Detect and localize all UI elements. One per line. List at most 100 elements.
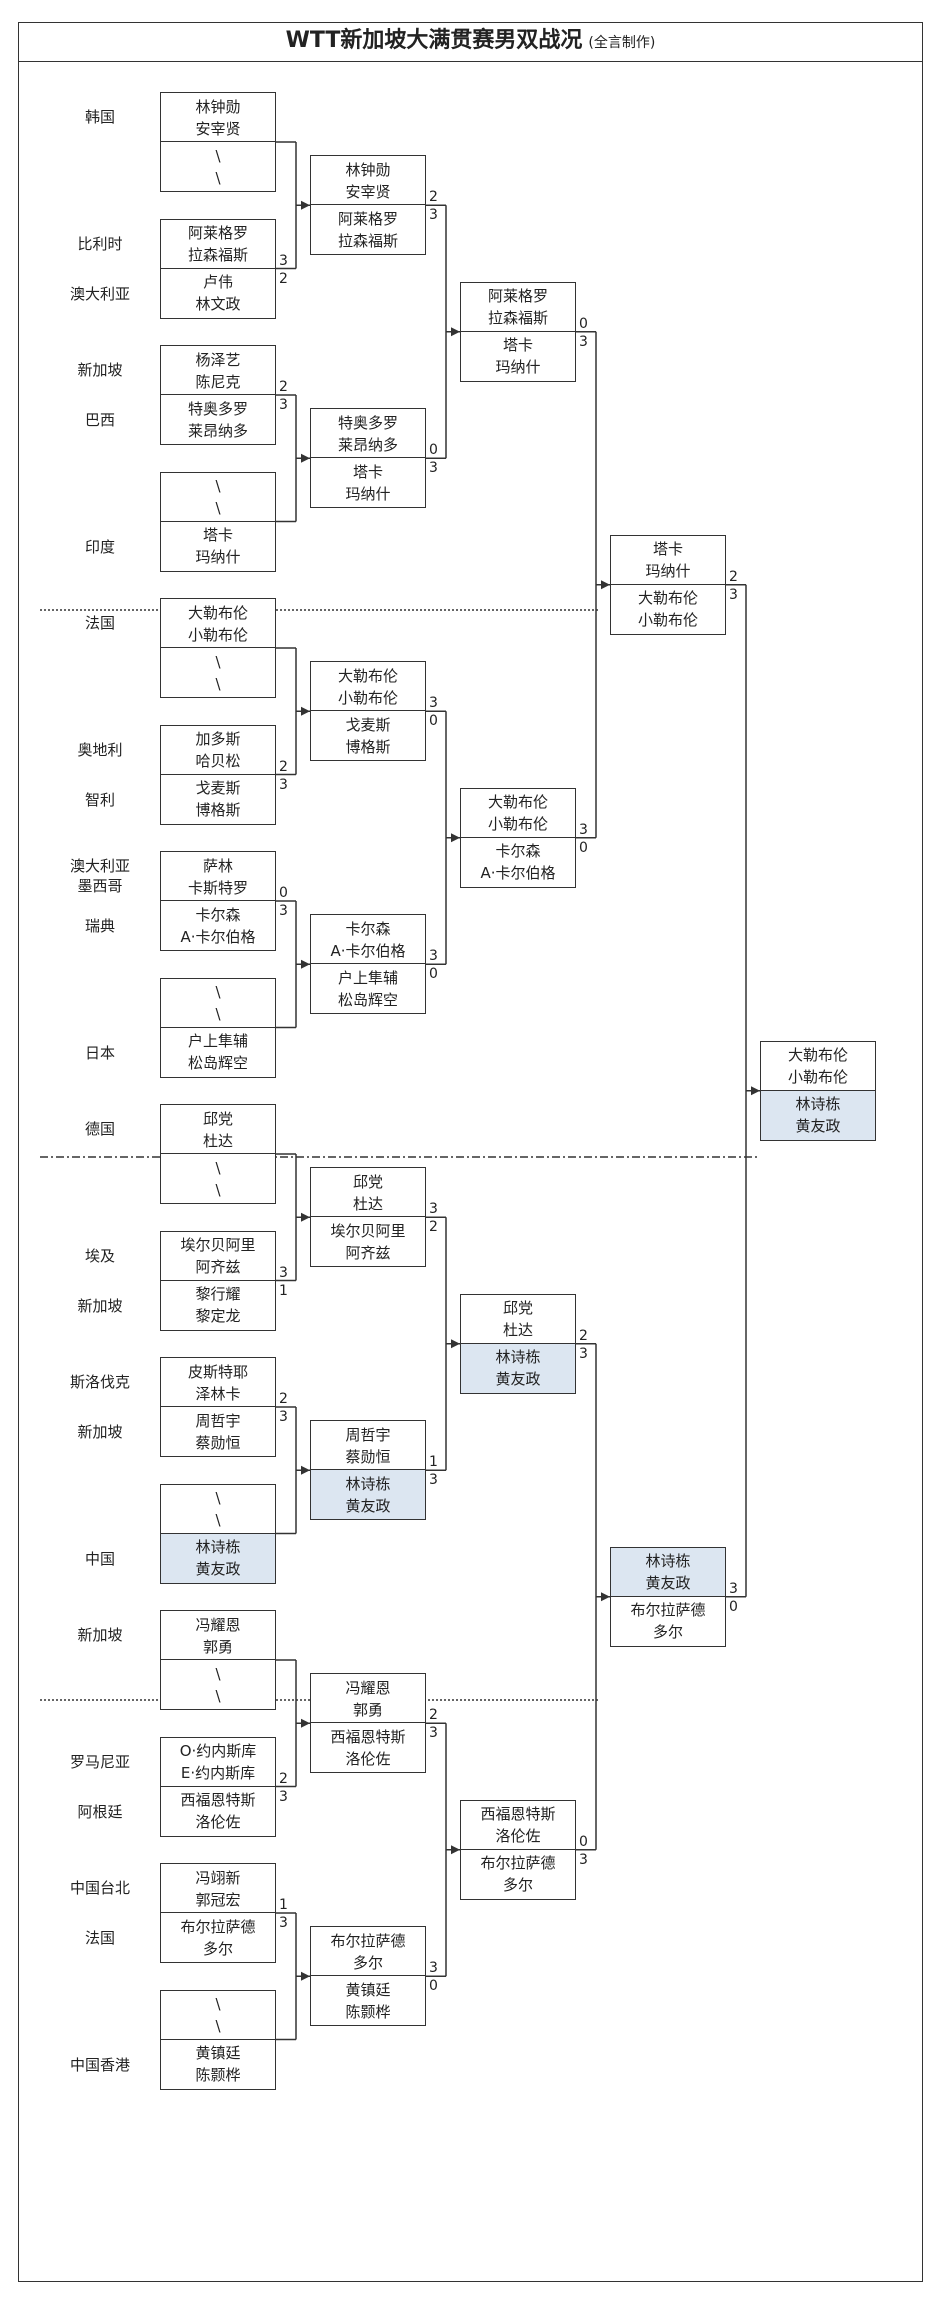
player-name: 安宰贤 (195, 119, 241, 138)
page-title: WTT新加坡大满贯赛男双战况(全言制作) (18, 22, 923, 62)
player-name: 卡斯特罗 (187, 878, 248, 897)
country-name: 德国 (84, 1120, 115, 1138)
player-name: \ (215, 146, 221, 165)
match-score: 0 (579, 1833, 588, 1850)
player-name: 林诗栋 (645, 1552, 691, 1571)
match-entry-bottom: 户上隼辅松岛辉空 (311, 963, 425, 1013)
country-name: 澳大利亚 (69, 857, 130, 875)
player-name: 小勒布伦 (787, 1068, 848, 1087)
player-name: 林诗栋 (195, 1538, 241, 1556)
country-label: 中国 (55, 1549, 145, 1569)
player-name: 杨泽艺 (195, 350, 241, 369)
player-name: O·约内斯库 (179, 1742, 257, 1760)
match-score: 0 (279, 885, 288, 901)
advance-arrow (451, 833, 460, 843)
player-name: 玛纳什 (195, 548, 241, 566)
player-name: 黎行耀 (195, 1285, 241, 1303)
match-score: 3 (429, 207, 438, 224)
player-name: 多尔 (352, 1953, 383, 1972)
player-name: 多尔 (502, 1876, 533, 1895)
player-name: 黄友政 (495, 1370, 541, 1389)
player-name: 洛伦佐 (495, 1827, 541, 1846)
match-score: 3 (429, 460, 438, 477)
match-score: 3 (429, 1725, 438, 1742)
match-entry-bottom: 林诗栋黄友政 (761, 1089, 875, 1140)
country-label: 日本 (55, 1043, 145, 1063)
match-entry-top: 冯翊新郭冠宏 (161, 1864, 275, 1913)
player-name: \ (215, 983, 221, 1001)
advance-arrow (451, 1339, 460, 1349)
match-score: 3 (729, 586, 738, 603)
match-entry-top: 大勒布伦小勒布伦 (161, 599, 275, 648)
country-name: 埃及 (84, 1246, 115, 1265)
player-name: 泽林卡 (195, 1384, 241, 1403)
match-box: 冯耀恩郭勇\\ (160, 1610, 276, 1710)
country-label: 法国 (55, 1928, 145, 1948)
player-name: 萨林 (202, 856, 233, 875)
match-entry-bottom: 黄镇廷陈颢桦 (311, 1975, 425, 2025)
match-score: 2 (279, 758, 288, 775)
country-label: 埃及 (55, 1246, 145, 1266)
player-name: 卡尔森 (195, 905, 241, 924)
player-name: \ (215, 1005, 221, 1023)
match-box: \\黄镇廷陈颢桦 (160, 1989, 276, 2090)
player-name: 黄友政 (345, 1496, 391, 1515)
player-name: 埃尔贝阿里 (180, 1236, 256, 1254)
match-entry-top: \\ (161, 473, 275, 522)
player-name: 塔卡 (202, 526, 233, 544)
match-score: 0 (429, 1978, 438, 1995)
player-name: 大勒布伦 (187, 603, 248, 622)
country-label: 中国台北 (55, 1878, 145, 1898)
match-entry-bottom: 林诗栋黄友政 (311, 1469, 425, 1520)
match-entry-bottom: 户上隼辅松岛辉空 (161, 1026, 275, 1077)
player-name: 阿齐兹 (345, 1243, 391, 1262)
player-name: 林诗栋 (345, 1474, 391, 1493)
match-score: 0 (429, 442, 438, 459)
player-name: 布尔拉萨德 (480, 1854, 556, 1873)
match-entry-bottom: 阿莱格罗拉森福斯 (311, 204, 425, 254)
match-entry-bottom: 塔卡玛纳什 (161, 520, 275, 571)
player-name: 博格斯 (195, 801, 241, 819)
player-name: 林诗栋 (795, 1095, 841, 1114)
match-score: 0 (579, 839, 588, 856)
player-name: 林钟勋 (195, 97, 241, 116)
player-name: 林诗栋 (495, 1348, 541, 1367)
match-box: 邱党杜达\\ (160, 1104, 276, 1204)
match-box: 阿莱格罗拉森福斯卢伟林文政 (160, 218, 276, 319)
match-score: 3 (279, 1788, 288, 1805)
match-score: 3 (429, 1960, 438, 1977)
player-name: 戈麦斯 (345, 715, 391, 734)
player-name: 大勒布伦 (337, 666, 398, 685)
advance-arrow (301, 453, 310, 463)
match-entry-top: 冯耀恩郭勇 (161, 1611, 275, 1660)
match-score: 3 (579, 821, 588, 838)
player-name: 布尔拉萨德 (630, 1601, 706, 1620)
match-entry-top: 阿莱格罗拉森福斯 (461, 283, 575, 332)
sheet-frame (18, 22, 923, 2282)
player-name: 杜达 (502, 1321, 533, 1340)
country-label: 智利 (55, 790, 145, 810)
match-score: 0 (429, 966, 438, 983)
country-name: 新加坡 (77, 1296, 123, 1315)
match-box: 皮斯特耶泽林卡周哲宇蔡勋恒 (160, 1357, 276, 1457)
country-name: 新加坡 (77, 1423, 123, 1441)
match-score: 2 (279, 1770, 288, 1787)
match-score: 3 (429, 695, 438, 712)
player-name: 塔卡 (652, 540, 683, 559)
match-entry-bottom: 戈麦斯博格斯 (161, 773, 275, 824)
player-name: 多尔 (202, 1939, 233, 1958)
match-score: 3 (279, 776, 288, 793)
match-entry-bottom: 塔卡玛纳什 (461, 330, 575, 381)
player-name: 黄镇廷 (195, 2044, 241, 2062)
match-score: 1 (279, 1897, 288, 1913)
player-name: \ (215, 1180, 221, 1199)
country-name: 新加坡 (77, 1626, 123, 1644)
player-name: 卡尔森 (495, 842, 541, 861)
country-label: 新加坡 (55, 1296, 145, 1316)
player-name: \ (215, 1158, 221, 1177)
match-box: 加多斯哈贝松戈麦斯博格斯 (160, 724, 276, 825)
